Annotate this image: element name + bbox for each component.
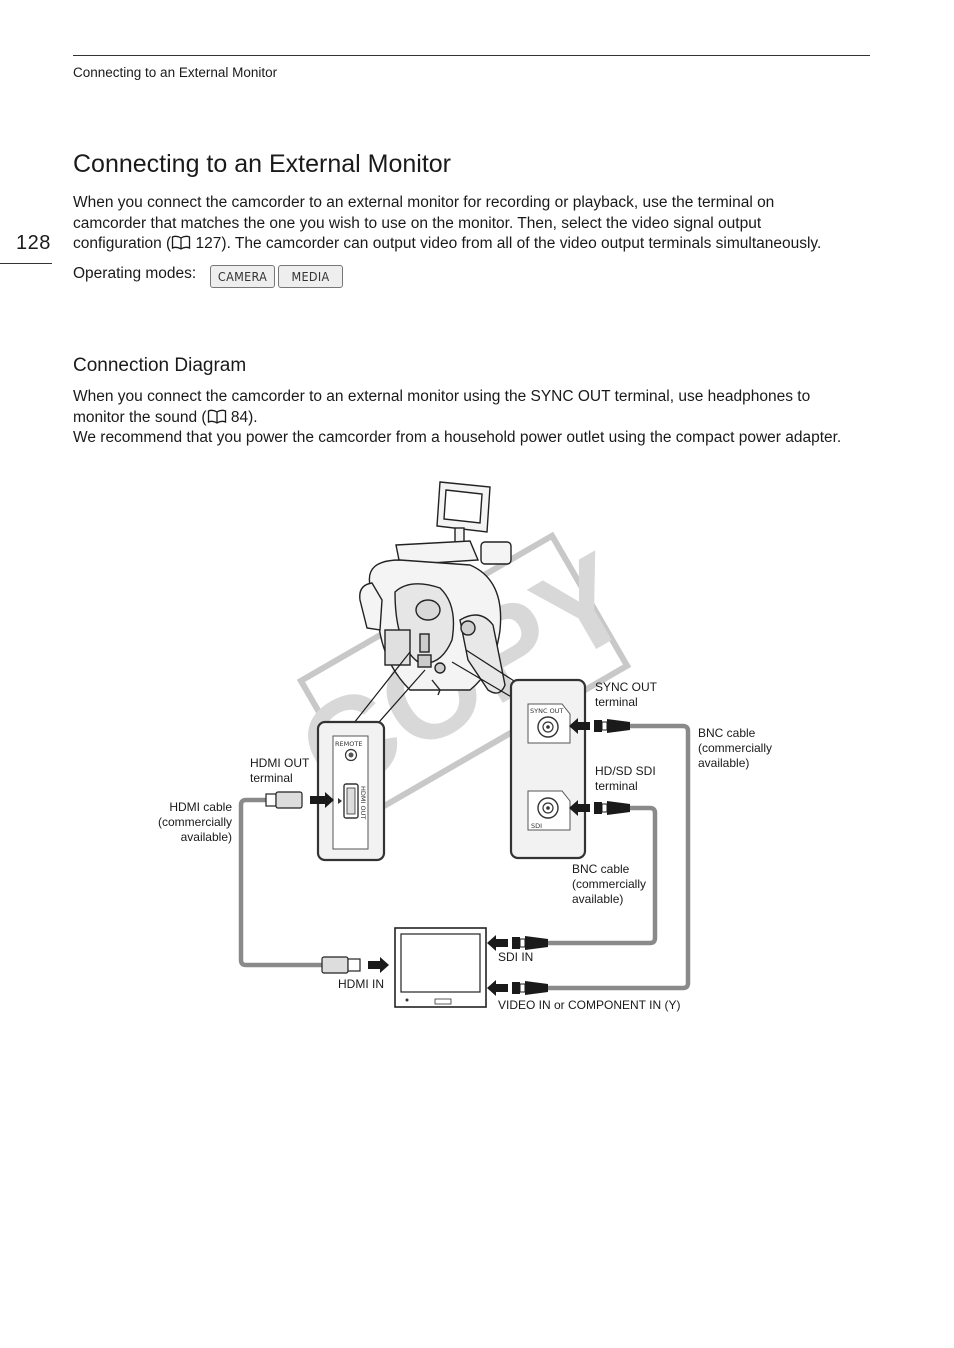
intro-line-3b: 127). The camcorder can output video fro… [191, 235, 822, 252]
svg-text:SYNC OUT: SYNC OUT [530, 707, 563, 715]
mode-camera-badge: CAMERA [210, 265, 275, 288]
camcorder-illustration [359, 481, 512, 696]
intro-paragraph: When you connect the camcorder to an ext… [73, 193, 821, 255]
running-header: Connecting to an External Monitor [73, 65, 278, 80]
sdi-terminal-panel: SYNC OUT SDI [509, 678, 587, 860]
hdmi-connector-top [265, 791, 303, 809]
hdmi-in-label: HDMI IN [338, 977, 384, 991]
hdmi-terminal-panel: REMOTE HDMI OUT [316, 720, 386, 862]
connection-diagram: COPY REMOTE HDMI OUT [238, 481, 691, 1008]
svg-text:HDMI OUT: HDMI OUT [359, 786, 367, 819]
intro-line-1: When you connect the camcorder to an ext… [73, 194, 775, 211]
page-number-rule [0, 263, 52, 264]
mode-media-badge: MEDIA [278, 265, 343, 288]
section-heading: Connection Diagram [73, 355, 247, 376]
diagram-intro-line-2b: 84). [226, 408, 258, 426]
diagram-intro-line-1: When you connect the camcorder to an ext… [73, 388, 811, 405]
header-rule [73, 55, 870, 56]
direction-arrows [310, 718, 590, 996]
svg-text:SDI: SDI [531, 822, 542, 830]
operating-modes-label: Operating modes: [73, 265, 197, 282]
page-title: Connecting to an External Monitor [73, 150, 451, 178]
diagram-intro-line-2a: monitor the sound ( [73, 408, 207, 426]
book-icon [172, 235, 191, 250]
page-number: 128 [16, 232, 51, 254]
cables [238, 723, 691, 991]
diagram-intro-paragraph: When you connect the camcorder to an ext… [73, 387, 841, 449]
intro-line-3a: configuration ( [73, 235, 172, 252]
diagram-intro-line-3: We recommend that you power the camcorde… [73, 429, 842, 446]
intro-line-2: camcorder that matches the one you wish … [73, 214, 762, 232]
book-icon [207, 409, 226, 424]
bnc-connectors [512, 719, 630, 995]
sdi-in-label: SDI IN [498, 950, 534, 964]
hdmi-connector-bottom [321, 956, 361, 974]
external-monitor [394, 927, 487, 1008]
svg-text:REMOTE: REMOTE [335, 740, 362, 748]
video-in-label: VIDEO IN or COMPONENT IN (Y) [498, 998, 681, 1012]
